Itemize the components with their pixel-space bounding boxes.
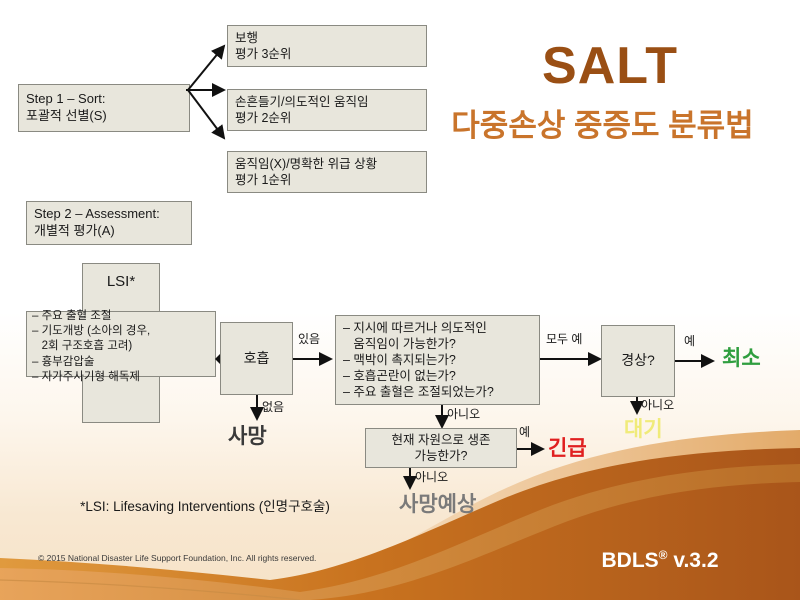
lsi-cross-center-fill [83, 312, 159, 376]
minor-yes-arrow [675, 354, 715, 368]
sort-outcome-box-waving: 손흔들기/의도적인 움직임 평가 2순위 [227, 89, 427, 131]
survivable-yes-label: 예 [519, 425, 531, 439]
sort-outcome-box-still: 움직임(X)/명확한 위급 상황 평가 1순위 [227, 151, 427, 193]
step1-label: Step 1 – Sort: 포괄적 선별(S) [26, 91, 107, 123]
outcome-dead: 사망 [228, 425, 267, 448]
registered-mark-icon: ® [658, 548, 668, 562]
assessment-questions-label: – 지시에 따르거나 의도적인 움직임이 가능한가? – 맥박이 촉지되는가? … [343, 321, 494, 399]
sort-branch-connectors [186, 44, 226, 140]
lsi-intervention-list: – 주요 출혈 조절 – 기도개방 (소아의 경우, 2회 구조호흡 고려) –… [32, 310, 151, 383]
sort-outcome-label: 손흔들기/의도적인 움직임 평가 2순위 [235, 95, 369, 125]
breathing-yes-label: 있음 [298, 332, 321, 346]
survivable-label: 현재 자원으로 생존 가능한가? [391, 433, 491, 463]
all-yes-arrow [540, 352, 602, 366]
version-number: v.3.2 [667, 549, 719, 572]
page-subtitle: 다중손상 중증도 분류법 [451, 108, 754, 143]
lsi-title: LSI* [106, 273, 136, 290]
step2-label: Step 2 – Assessment: 개별적 평가(A) [34, 206, 160, 238]
assessment-questions-box: – 지시에 따르거나 의도적인 움직임이 가능한가? – 맥박이 촉지되는가? … [335, 315, 540, 405]
brand-version-label: BDLS® v.3.2 [560, 548, 760, 573]
outcome-expectant: 사망예상 [399, 493, 477, 516]
breathing-yes-arrow [293, 352, 333, 366]
minor-injury-box: 경상? [601, 325, 675, 397]
outcome-minimal: 최소 [722, 347, 761, 370]
minor-no-arrow [630, 397, 644, 415]
decorative-wave-graphic [0, 430, 800, 600]
survivable-yes-arrow [517, 442, 545, 456]
survivable-no-arrow [403, 468, 417, 490]
sort-outcome-label: 보행 평가 3순위 [235, 31, 292, 61]
breathing-no-arrow [250, 395, 264, 421]
minor-no-label: 아니오 [641, 398, 675, 412]
outcome-delayed: 대기 [624, 418, 663, 441]
lsi-footnote: *LSI: Lifesaving Interventions (인명구호술) [80, 499, 330, 514]
survivable-no-label: 아니오 [415, 470, 449, 484]
all-yes-label: 모두 예 [546, 332, 583, 346]
questions-no-arrow [435, 405, 449, 429]
breathing-box: 호흡 [220, 322, 293, 395]
copyright-text: © 2015 National Disaster Life Support Fo… [38, 553, 317, 563]
step1-sort-box: Step 1 – Sort: 포괄적 선별(S) [18, 84, 190, 132]
sort-outcome-box-walking: 보행 평가 3순위 [227, 25, 427, 67]
step2-assessment-box: Step 2 – Assessment: 개별적 평가(A) [26, 201, 192, 245]
minor-yes-label: 예 [684, 334, 696, 348]
survivable-box: 현재 자원으로 생존 가능한가? [365, 428, 517, 468]
brand-name: BDLS [601, 549, 659, 572]
breathing-label: 호흡 [243, 349, 270, 366]
breathing-no-label: 없음 [262, 400, 285, 414]
page-title: SALT [542, 37, 678, 95]
minor-injury-label: 경상? [621, 352, 655, 369]
questions-no-label: 아니오 [447, 407, 481, 421]
lsi-cross-box: LSI* – 주요 출혈 조절 – 기도개방 (소아의 경우, 2회 구조호흡 … [26, 263, 216, 423]
sort-outcome-label: 움직임(X)/명확한 위급 상황 평가 1순위 [235, 157, 378, 187]
outcome-immediate: 긴급 [548, 437, 587, 460]
